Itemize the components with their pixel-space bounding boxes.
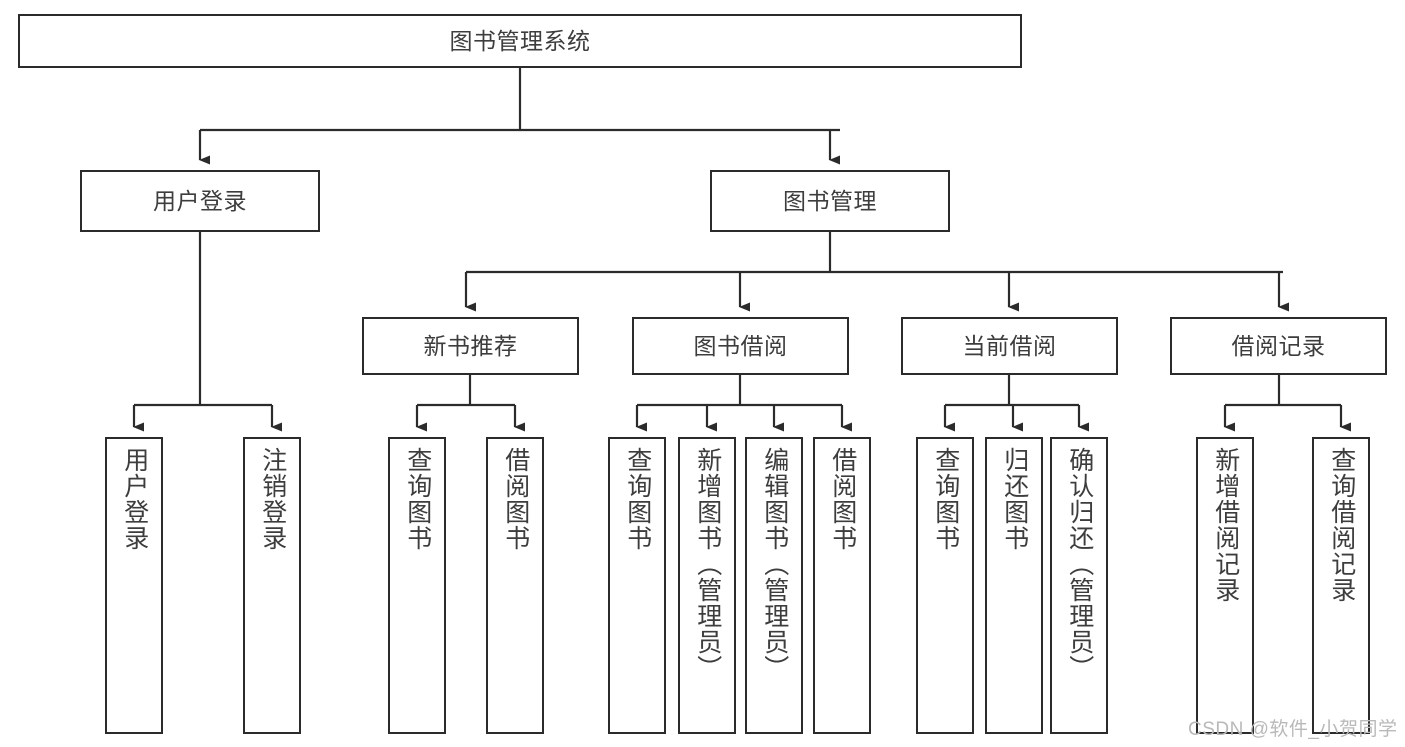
node-user-login-label: 用户登录: [153, 187, 247, 214]
node-leaf-query-book-2[interactable]: 查询图书: [608, 437, 666, 734]
node-leaf-borrow-book-2[interactable]: 借阅图书: [813, 437, 871, 734]
node-leaf-query-book-1-label: 查询图书: [403, 447, 432, 551]
node-book-manage[interactable]: 图书管理: [710, 170, 950, 232]
node-leaf-confirm-return-label: 确认归还（管理员）: [1065, 447, 1094, 681]
node-borrow-record[interactable]: 借阅记录: [1170, 317, 1387, 375]
node-user-login[interactable]: 用户登录: [80, 170, 320, 232]
node-leaf-return-book[interactable]: 归还图书: [985, 437, 1043, 734]
node-leaf-query-book-3-label: 查询图书: [931, 447, 960, 551]
edge-root-to-level2: [198, 68, 840, 165]
node-book-manage-label: 图书管理: [783, 187, 877, 214]
node-leaf-query-record-label: 查询借阅记录: [1327, 447, 1356, 603]
node-leaf-return-book-label: 归还图书: [1000, 447, 1029, 551]
node-new-book-recommend[interactable]: 新书推荐: [362, 317, 579, 375]
node-leaf-add-book-label: 新增图书（管理员）: [693, 447, 722, 681]
node-leaf-edit-book[interactable]: 编辑图书（管理员）: [745, 437, 803, 734]
node-leaf-user-login[interactable]: 用户登录: [105, 437, 163, 734]
node-leaf-query-book-2-label: 查询图书: [623, 447, 652, 551]
node-book-borrow[interactable]: 图书借阅: [632, 317, 849, 375]
node-leaf-query-book-1[interactable]: 查询图书: [388, 437, 446, 734]
edge-userlogin-to-leaves: [132, 232, 282, 432]
node-new-book-recommend-label: 新书推荐: [423, 332, 518, 359]
watermark: CSDN @软件_小贺同学: [1188, 719, 1398, 740]
node-current-borrow-label: 当前借阅: [962, 332, 1057, 359]
node-leaf-borrow-book-2-label: 借阅图书: [828, 447, 857, 551]
node-book-borrow-label: 图书借阅: [693, 332, 788, 359]
edge-borrowrecord-to-leaves: [1223, 375, 1351, 432]
node-leaf-query-book-3[interactable]: 查询图书: [916, 437, 974, 734]
edge-bookmanage-to-level3: [464, 232, 1289, 312]
node-leaf-add-record-label: 新增借阅记录: [1211, 447, 1240, 603]
edge-newbook-to-leaves: [415, 375, 525, 432]
node-leaf-query-record[interactable]: 查询借阅记录: [1312, 437, 1370, 734]
node-leaf-borrow-book-1-label: 借阅图书: [501, 447, 530, 551]
node-leaf-user-login-label: 用户登录: [120, 447, 149, 551]
node-leaf-edit-book-label: 编辑图书（管理员）: [760, 447, 789, 681]
node-leaf-add-record[interactable]: 新增借阅记录: [1196, 437, 1254, 734]
node-borrow-record-label: 借阅记录: [1231, 332, 1326, 359]
edge-bookborrow-to-leaves: [635, 375, 852, 432]
node-root[interactable]: 图书管理系统: [18, 14, 1022, 68]
node-leaf-logout-label: 注销登录: [258, 447, 287, 551]
node-leaf-add-book[interactable]: 新增图书（管理员）: [678, 437, 736, 734]
node-leaf-confirm-return[interactable]: 确认归还（管理员）: [1050, 437, 1108, 734]
node-root-label: 图书管理系统: [449, 27, 591, 54]
edge-currentborrow-to-leaves: [943, 375, 1089, 432]
node-current-borrow[interactable]: 当前借阅: [901, 317, 1118, 375]
node-leaf-borrow-book-1[interactable]: 借阅图书: [486, 437, 544, 734]
node-leaf-logout[interactable]: 注销登录: [243, 437, 301, 734]
